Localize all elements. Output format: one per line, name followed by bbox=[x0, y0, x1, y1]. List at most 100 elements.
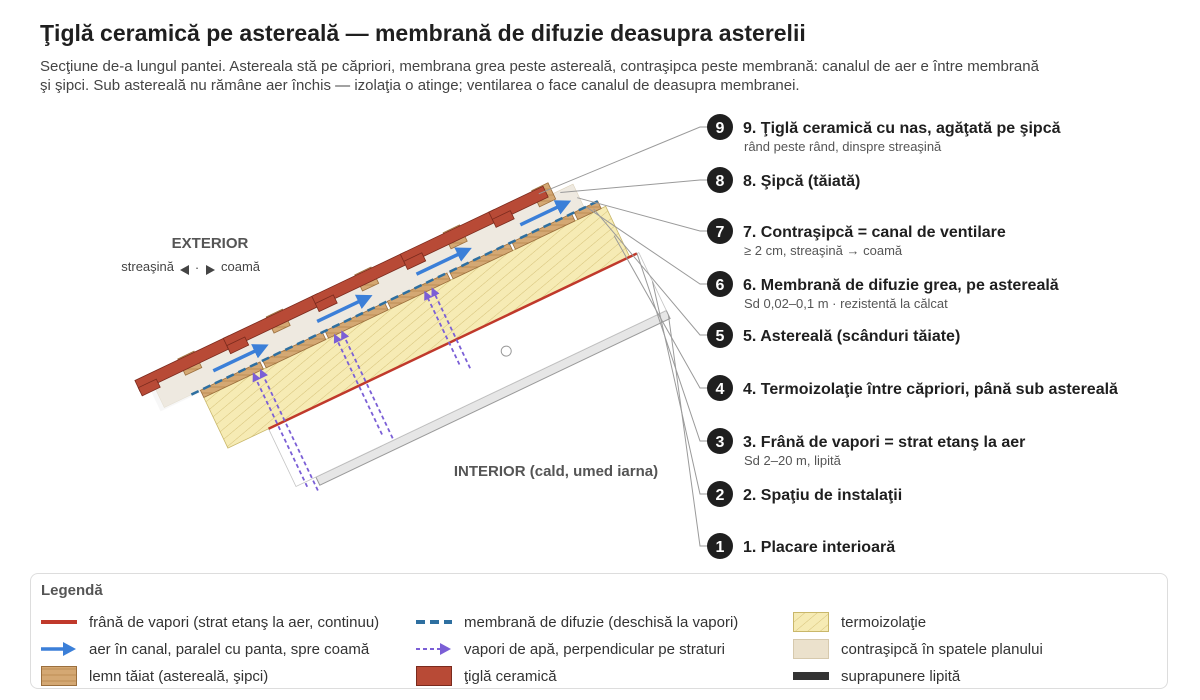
air-flow-arrow bbox=[316, 294, 373, 324]
callout-8: 8 8. Şipcă (tăiată) bbox=[707, 167, 860, 193]
legend-item-vapor: vapori de apă, perpendicular pe straturi bbox=[416, 639, 725, 659]
callout-2: 2 2. Spaţiu de instalaţii bbox=[707, 481, 902, 507]
legend-item-wood: lemn tăiat (astereală, şipci) bbox=[41, 666, 268, 686]
page-title: Ţiglă ceramică pe astereală — membrană d… bbox=[40, 20, 806, 46]
service-cable-icon bbox=[500, 345, 512, 357]
air-flow-arrow bbox=[212, 344, 269, 373]
exterior-label-group: EXTERIOR streaşină · coamă bbox=[121, 235, 261, 275]
legend-item-overlap: suprapunere lipită bbox=[793, 666, 960, 686]
callout-number-badge bbox=[707, 218, 733, 244]
legend-label: suprapunere lipită bbox=[841, 667, 961, 685]
callout-number-badge bbox=[707, 271, 733, 297]
legend-label: termoizolaţie bbox=[841, 613, 927, 631]
roof-section-diagram: EXTERIOR streaşină · coamă INTERIOR (cal… bbox=[121, 114, 1118, 559]
callout-title: 1. Placare interioară bbox=[743, 539, 895, 556]
callout-number-badge bbox=[707, 533, 733, 559]
ceramic-tile-lug bbox=[226, 336, 250, 355]
callout-leader-line bbox=[593, 208, 708, 336]
callout-leader-line bbox=[636, 253, 708, 442]
callout-leader-line bbox=[585, 206, 708, 285]
arrow-right-icon bbox=[206, 265, 215, 275]
air-flow-arrow bbox=[415, 247, 472, 276]
callout-number-badge bbox=[707, 481, 733, 507]
callout-note: Sd 0,02–0,1 m · rezistentă la călcat bbox=[744, 296, 948, 311]
callout-title: 8. Şipcă (tăiată) bbox=[743, 173, 860, 190]
air-flow-arrow bbox=[519, 200, 572, 227]
legend-item-vapor-barrier: frână de vapori (strat etanş la aer, con… bbox=[41, 612, 379, 632]
callout-number: 7 bbox=[716, 224, 725, 241]
vapor-arrow bbox=[259, 368, 319, 491]
sheathing-board bbox=[511, 213, 576, 250]
callout-3: 3 3. Frână de vapori = strat etanş la aer… bbox=[707, 428, 1025, 468]
hatch-swatch bbox=[793, 612, 829, 632]
blue-arrow-icon bbox=[41, 639, 77, 659]
diffusion-membrane-line bbox=[190, 200, 599, 396]
legend-label: contraşipcă în spatele planului bbox=[841, 640, 1043, 658]
arrow-left-icon bbox=[180, 265, 189, 275]
callout-title: 9. Ţiglă ceramică cu nas, agăţată pe şip… bbox=[743, 120, 1061, 137]
legend-label: aer în canal, paralel cu panta, spre coa… bbox=[89, 640, 370, 658]
callout-number-badge bbox=[707, 114, 733, 140]
vapor-barrier-line bbox=[268, 252, 638, 430]
callout-title: 7. Contraşipcă = canal de ventilare bbox=[743, 224, 1006, 241]
callout-number-badge bbox=[707, 322, 733, 348]
legend-label: frână de vapori (strat etanş la aer, con… bbox=[89, 613, 380, 631]
callout-1: 1 1. Placare interioară bbox=[707, 533, 895, 559]
ceramic-tile-lug bbox=[314, 294, 338, 313]
legend-item-counter-batten: contraşipcă în spatele planului bbox=[793, 639, 1043, 659]
callout-number-badge bbox=[707, 428, 733, 454]
callout-number: 6 bbox=[716, 277, 725, 294]
sheathing-board bbox=[324, 302, 389, 339]
vapor-arrow bbox=[424, 290, 461, 365]
callout-leader-line bbox=[560, 179, 708, 193]
callout-6: 6 6. Membrană de difuzie grea, pe asterea… bbox=[707, 271, 1059, 311]
wood-swatch bbox=[41, 666, 77, 686]
exterior-label: EXTERIOR bbox=[172, 235, 249, 252]
blue-dashed-swatch bbox=[416, 612, 452, 632]
callout-number: 4 bbox=[716, 381, 725, 398]
legend-item-membrane: membrană de difuzie (deschisă la vapori) bbox=[416, 612, 738, 632]
callout-9: 9 9. Ţiglă ceramică cu nas, agăţată pe şi… bbox=[707, 114, 1061, 154]
callout-number: 3 bbox=[716, 434, 725, 451]
ceramic-tile-lug bbox=[137, 378, 161, 397]
beige-swatch bbox=[793, 639, 829, 659]
legend: Legendă frână de vapori (strat etanş la … bbox=[30, 573, 1168, 689]
legend-title: Legendă bbox=[41, 582, 103, 599]
tile-swatch bbox=[416, 666, 452, 686]
ceramic-tile-lug bbox=[403, 252, 427, 271]
callout-number: 2 bbox=[716, 487, 725, 504]
separator-dot: · bbox=[195, 260, 199, 275]
dark-bar-swatch bbox=[793, 666, 829, 686]
callout-leader-line bbox=[613, 235, 708, 389]
callout-title: 3. Frână de vapori = strat etanş la aer bbox=[743, 434, 1025, 451]
legend-item-air: aer în canal, paralel cu panta, spre coa… bbox=[41, 639, 369, 659]
callout-title: 6. Membrană de difuzie grea, pe astereal… bbox=[743, 277, 1059, 294]
legend-item-tile: ţiglă ceramică bbox=[416, 666, 557, 686]
vapor-arrow bbox=[333, 333, 383, 435]
callout-title: 4. Termoizolaţie între căpriori, până su… bbox=[743, 381, 1118, 398]
purple-arrow-icon bbox=[416, 639, 452, 659]
callout-number: 1 bbox=[716, 539, 725, 556]
callout-4: 4 4. Termoizolaţie între căpriori, până s… bbox=[707, 375, 1118, 401]
legend-label: ţiglă ceramică bbox=[464, 667, 557, 685]
direction-ridge-label: coamă bbox=[221, 259, 261, 274]
red-line-swatch bbox=[41, 612, 77, 632]
callout-number: 9 bbox=[716, 120, 725, 137]
callout-number-badge bbox=[707, 375, 733, 401]
callout-number: 8 bbox=[716, 173, 725, 190]
callout-7: 7 7. Contraşipcă = canal de ventilare ≥ 2 … bbox=[707, 218, 1006, 258]
callout-title: 2. Spaţiu de instalaţii bbox=[743, 487, 902, 504]
callout-leader-line bbox=[538, 126, 708, 195]
legend-label: vapori de apă, perpendicular pe straturi bbox=[464, 640, 725, 658]
callout-leader-line bbox=[667, 314, 708, 547]
page-subtitle: Secţiune de-a lungul pantei. Astereala s… bbox=[40, 58, 1039, 94]
ceramic-tile-lug bbox=[491, 210, 515, 228]
vapor-arrow bbox=[341, 330, 394, 439]
interior-label: INTERIOR (cald, umed iarna) bbox=[454, 463, 658, 480]
legend-item-insulation: termoizolaţie bbox=[793, 612, 926, 632]
callout-number-badge bbox=[707, 167, 733, 193]
callout-leader-line bbox=[577, 197, 708, 232]
callout-note: ≥ 2 cm, streaşină → coamă bbox=[744, 243, 903, 258]
sheathing-board bbox=[573, 200, 602, 221]
